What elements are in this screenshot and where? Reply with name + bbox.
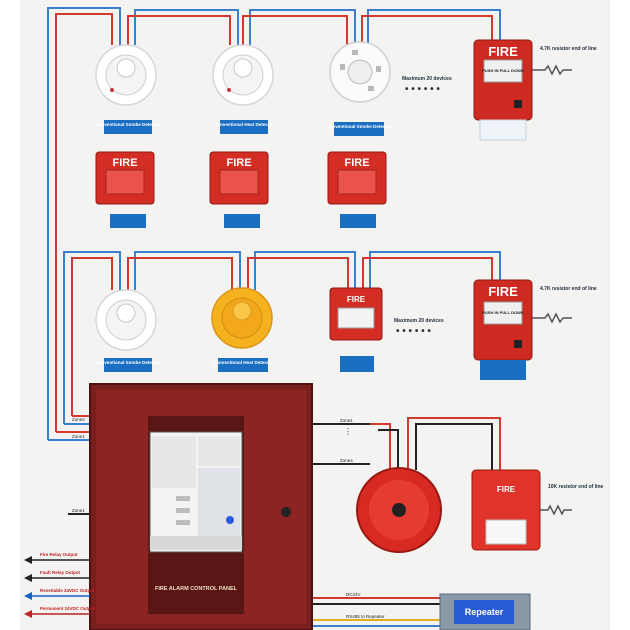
- svg-text:PUSH IN PULL DOWN: PUSH IN PULL DOWN: [482, 310, 524, 315]
- zone-label-right-1: Zone1: [340, 418, 353, 423]
- strobe-sounder: FIRE: [471, 469, 541, 551]
- detector-label-2-text: Conventional Heat Detector: [214, 122, 274, 127]
- relay-outputs: Fire Relay Output Fault Relay Output Res…: [24, 552, 96, 618]
- svg-text:Fire Relay Output: Fire Relay Output: [40, 552, 78, 557]
- manual-call-point-2: FIRE: [209, 151, 269, 205]
- dc24v-label: DC24V: [346, 592, 361, 597]
- heat-detector-2: [211, 287, 273, 349]
- manual-call-point-3: FIRE: [327, 151, 387, 205]
- detector-label-2: [220, 120, 268, 134]
- zone-dots: ⋮: [344, 427, 352, 436]
- detector-label-5: [218, 358, 268, 372]
- wiring-zone-left: [48, 415, 90, 515]
- svg-text:FIRE: FIRE: [344, 157, 369, 169]
- svg-text:FIRE: FIRE: [488, 44, 518, 59]
- detector-base-1: [329, 41, 391, 103]
- smoke-detector-2: [95, 289, 157, 351]
- zone-label-left-2: Zone1: [72, 434, 85, 439]
- detector-label-4: [104, 358, 152, 372]
- svg-text:FIRE: FIRE: [488, 284, 518, 299]
- svg-text:4.7K resistor end of line: 4.7K resistor end of line: [540, 46, 597, 52]
- smoke-detector-1: [95, 44, 157, 106]
- rs485-label: RS485 to Repeater: [346, 614, 385, 619]
- svg-text:FIRE: FIRE: [347, 295, 366, 304]
- continuation-dots-1: • • • • • •: [405, 84, 440, 95]
- max-devices-note-1: Maximum 20 devices • • • • • •: [402, 76, 452, 95]
- repeater-panel: Repeater: [439, 593, 531, 630]
- svg-text:Maximum 20 devices: Maximum 20 devices: [402, 76, 452, 82]
- heat-detector-1: [212, 44, 274, 106]
- svg-text:10K resistor end of line: 10K resistor end of line: [548, 484, 604, 490]
- svg-text:Resettable 24VDC Output: Resettable 24VDC Output: [40, 588, 95, 593]
- eol-resistor-2: 4.7K resistor end of line: [532, 286, 597, 324]
- detector-label-4-text: Conventional Smoke Detector: [95, 360, 161, 365]
- max-devices-note-2: Maximum 20 devices • • • • • •: [394, 318, 444, 337]
- call-point-label-1: [110, 214, 146, 228]
- svg-text:FIRE: FIRE: [226, 157, 251, 169]
- svg-text:FIRE ALARM CONTROL PANEL: FIRE ALARM CONTROL PANEL: [155, 586, 238, 592]
- detector-label-1-text: Conventional Smoke Detector: [95, 122, 161, 127]
- wiring-zone-right: [312, 417, 501, 627]
- manual-call-point-4: FIRE: [329, 287, 383, 372]
- zone-label-left-3: Zone1: [72, 508, 85, 513]
- eol-resistor-1: 4.7K resistor end of line: [532, 46, 597, 76]
- svg-text:4.7K resistor end of line: 4.7K resistor end of line: [540, 286, 597, 292]
- detector-label-3: [334, 122, 384, 136]
- detector-label-3-text: Conventional Smoke Detector: [326, 124, 392, 129]
- svg-text:Maximum 20 devices: Maximum 20 devices: [394, 318, 444, 324]
- call-point-label-2: [224, 214, 260, 228]
- fire-alarm-control-panel: FIRE ALARM CONTROL PANEL: [89, 383, 313, 630]
- svg-text:FIRE: FIRE: [112, 157, 137, 169]
- zone-label-left-1: Zone2: [72, 417, 85, 422]
- svg-text:FIRE: FIRE: [497, 485, 516, 494]
- manual-call-point-large-1: FIRE PUSH IN PULL DOWN: [473, 39, 533, 141]
- alarm-bell: [356, 467, 442, 553]
- call-point-label-3: [340, 214, 376, 228]
- eol-resistor-3: 10K resistor end of line: [540, 484, 604, 516]
- detector-label-1: [104, 120, 152, 134]
- svg-text:Permanent 24VDC Output: Permanent 24VDC Output: [40, 606, 96, 611]
- manual-call-point-1: FIRE: [95, 151, 155, 205]
- manual-call-point-large-2: FIRE PUSH IN PULL DOWN: [473, 279, 533, 380]
- svg-text:PUSH IN PULL DOWN: PUSH IN PULL DOWN: [482, 68, 524, 73]
- wiring-row-2: [63, 251, 501, 424]
- continuation-dots-2: • • • • • •: [396, 326, 431, 337]
- wiring-row-1: [47, 7, 501, 440]
- svg-text:Fault Relay Output: Fault Relay Output: [40, 570, 81, 575]
- svg-text:Repeater: Repeater: [465, 607, 504, 617]
- zone-label-right-2: Zone4: [340, 458, 353, 463]
- detector-label-5-text: Conventional Heat Detector: [213, 360, 273, 365]
